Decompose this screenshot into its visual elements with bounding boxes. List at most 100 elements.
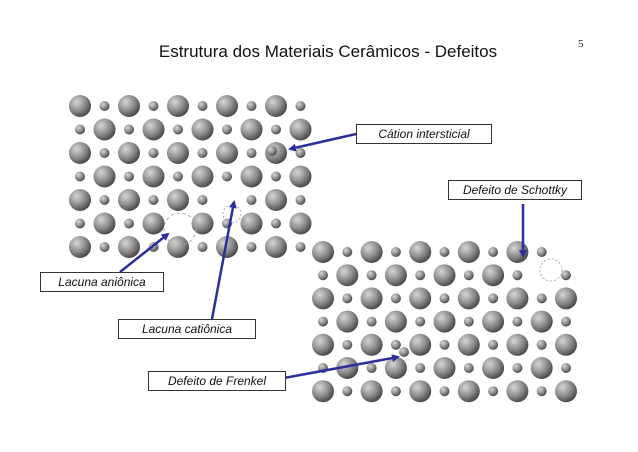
anion-sphere bbox=[312, 380, 334, 403]
cation-sphere bbox=[342, 293, 353, 304]
page-number: 5 bbox=[578, 38, 584, 50]
cation-sphere bbox=[390, 247, 401, 257]
anion-sphere bbox=[457, 287, 480, 310]
cation-sphere bbox=[439, 339, 450, 350]
anion-sphere bbox=[312, 333, 334, 356]
anion-sphere bbox=[142, 118, 165, 141]
cation-sphere bbox=[439, 247, 450, 257]
cation-sphere bbox=[512, 316, 523, 327]
cation-sphere bbox=[439, 293, 450, 304]
cation-sphere bbox=[488, 339, 499, 350]
cation-sphere bbox=[173, 171, 183, 182]
cation-sphere bbox=[148, 101, 159, 111]
cation-sphere bbox=[197, 242, 208, 252]
cation-sphere bbox=[295, 148, 306, 158]
anion-sphere bbox=[409, 241, 432, 263]
anion-sphere bbox=[506, 287, 529, 310]
anion-vacancy-arrow bbox=[119, 232, 170, 273]
cation-sphere bbox=[124, 171, 134, 182]
cation-sphere bbox=[415, 363, 426, 373]
anion-sphere bbox=[167, 142, 189, 164]
cation-sphere bbox=[342, 386, 353, 397]
cation-sphere bbox=[463, 270, 474, 281]
cation-sphere bbox=[488, 293, 499, 304]
anion-sphere bbox=[216, 95, 238, 117]
interstitial-cation-atom bbox=[267, 146, 277, 156]
anion-sphere bbox=[409, 333, 432, 356]
cation-sphere bbox=[561, 316, 571, 327]
anion-sphere bbox=[93, 165, 116, 188]
anion-vacancy-marker bbox=[163, 212, 197, 246]
cation-sphere bbox=[366, 270, 377, 281]
cation-vacancy-marker bbox=[222, 204, 242, 224]
anion-sphere bbox=[506, 380, 529, 403]
cation-sphere bbox=[124, 124, 134, 135]
anion-sphere bbox=[336, 357, 359, 379]
cation-sphere bbox=[173, 124, 183, 135]
anion-sphere bbox=[360, 333, 383, 356]
cation-sphere bbox=[536, 386, 547, 397]
anion-sphere bbox=[118, 95, 140, 117]
anion-sphere bbox=[265, 189, 287, 211]
callout-interstitial-cation: Cátion intersticial bbox=[356, 124, 492, 144]
cation-sphere bbox=[295, 195, 306, 205]
anion-sphere bbox=[482, 357, 505, 379]
anion-sphere bbox=[409, 287, 432, 310]
callout-anion-vacancy: Lacuna aniônica bbox=[40, 272, 164, 292]
anion-sphere bbox=[93, 118, 116, 141]
anion-sphere bbox=[555, 333, 577, 356]
anion-sphere bbox=[69, 142, 91, 164]
anion-sphere bbox=[457, 333, 480, 356]
anion-sphere bbox=[457, 241, 480, 263]
cation-sphere bbox=[99, 242, 110, 252]
anion-sphere bbox=[482, 264, 505, 287]
anion-sphere bbox=[336, 310, 359, 333]
anion-sphere bbox=[530, 357, 553, 379]
anion-sphere bbox=[360, 241, 383, 263]
cation-sphere bbox=[295, 242, 306, 252]
anion-sphere bbox=[167, 95, 189, 117]
cation-vacancy-arrow bbox=[210, 200, 237, 320]
anion-sphere bbox=[118, 189, 140, 211]
cation-sphere bbox=[197, 195, 208, 205]
anion-sphere bbox=[240, 165, 263, 188]
cation-sphere bbox=[197, 101, 208, 111]
cation-sphere bbox=[197, 148, 208, 158]
cation-sphere bbox=[246, 101, 257, 111]
cation-sphere bbox=[536, 247, 547, 257]
interstitial-cation-arrow bbox=[288, 132, 357, 152]
anion-sphere bbox=[240, 118, 263, 141]
cation-sphere bbox=[271, 171, 281, 182]
anion-sphere bbox=[312, 287, 334, 310]
anion-sphere bbox=[336, 264, 359, 287]
cation-sphere bbox=[75, 218, 85, 229]
cation-sphere bbox=[246, 148, 257, 158]
cation-sphere bbox=[512, 363, 523, 373]
cation-sphere bbox=[463, 316, 474, 327]
cation-sphere bbox=[415, 316, 426, 327]
anion-sphere bbox=[216, 142, 238, 164]
anion-sphere bbox=[384, 264, 407, 287]
cation-sphere bbox=[342, 339, 353, 350]
anion-sphere bbox=[360, 287, 383, 310]
cation-sphere bbox=[295, 101, 306, 111]
anion-sphere bbox=[289, 212, 312, 235]
cation-sphere bbox=[342, 247, 353, 257]
cation-sphere bbox=[561, 270, 571, 281]
anion-sphere bbox=[265, 95, 287, 117]
anion-sphere bbox=[433, 310, 456, 333]
anion-sphere bbox=[216, 236, 238, 258]
cation-sphere bbox=[536, 293, 547, 304]
cation-sphere bbox=[148, 148, 159, 158]
lattice-upper-left bbox=[69, 95, 312, 258]
anion-sphere bbox=[530, 310, 553, 333]
cation-sphere bbox=[124, 218, 134, 229]
slide-title: Estrutura dos Materiais Cerâmicos - Defe… bbox=[158, 42, 498, 61]
cation-sphere bbox=[488, 386, 499, 397]
anion-sphere bbox=[118, 236, 140, 258]
cation-sphere bbox=[488, 247, 499, 257]
anion-sphere bbox=[384, 357, 407, 379]
schottky-vacancy-marker bbox=[539, 258, 563, 282]
cation-sphere bbox=[390, 339, 401, 350]
